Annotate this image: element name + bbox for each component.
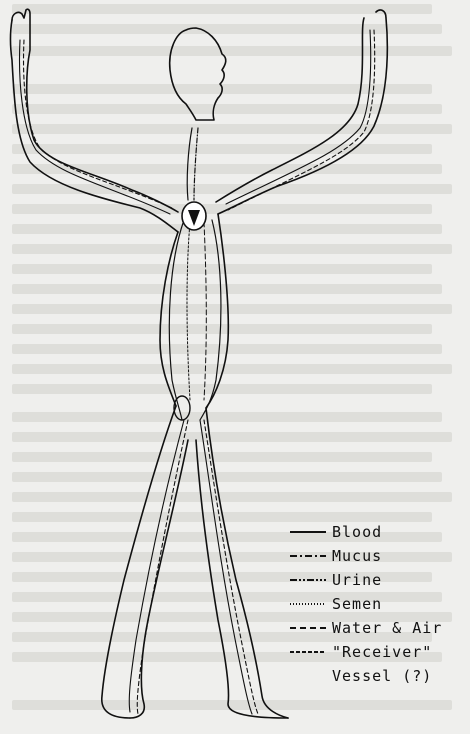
legend-item-receiver-vessel: Vessel (?) — [288, 664, 468, 688]
legend-item-blood: Blood — [288, 520, 468, 544]
left-arm — [12, 9, 178, 212]
legend-item-receiver: "Receiver" — [288, 640, 468, 664]
legend-item-water-air: Water & Air — [288, 616, 468, 640]
legend-item-mucus: Mucus — [288, 544, 468, 568]
dash-dot-dot-line-swatch — [288, 575, 328, 585]
legend-label-semen: Semen — [332, 595, 382, 613]
short-dashed-line-swatch — [288, 647, 328, 657]
solid-line-swatch — [288, 527, 328, 537]
dashed-line-swatch — [288, 623, 328, 633]
left-leg — [102, 406, 176, 718]
legend-label-blood: Blood — [332, 523, 382, 541]
legend-label-mucus: Mucus — [332, 547, 382, 565]
legend-label-vessel: Vessel (?) — [332, 667, 432, 685]
legend-label-receiver: "Receiver" — [332, 643, 432, 661]
legend-item-urine: Urine — [288, 568, 468, 592]
dotted-line-swatch — [288, 599, 328, 609]
legend: Blood Mucus Urine Semen Water & Air "Rec… — [288, 520, 468, 688]
dash-dot-line-swatch — [288, 551, 328, 561]
legend-label-urine: Urine — [332, 571, 382, 589]
head-outline — [170, 28, 226, 120]
legend-item-semen: Semen — [288, 592, 468, 616]
legend-label-water-air: Water & Air — [332, 619, 442, 637]
